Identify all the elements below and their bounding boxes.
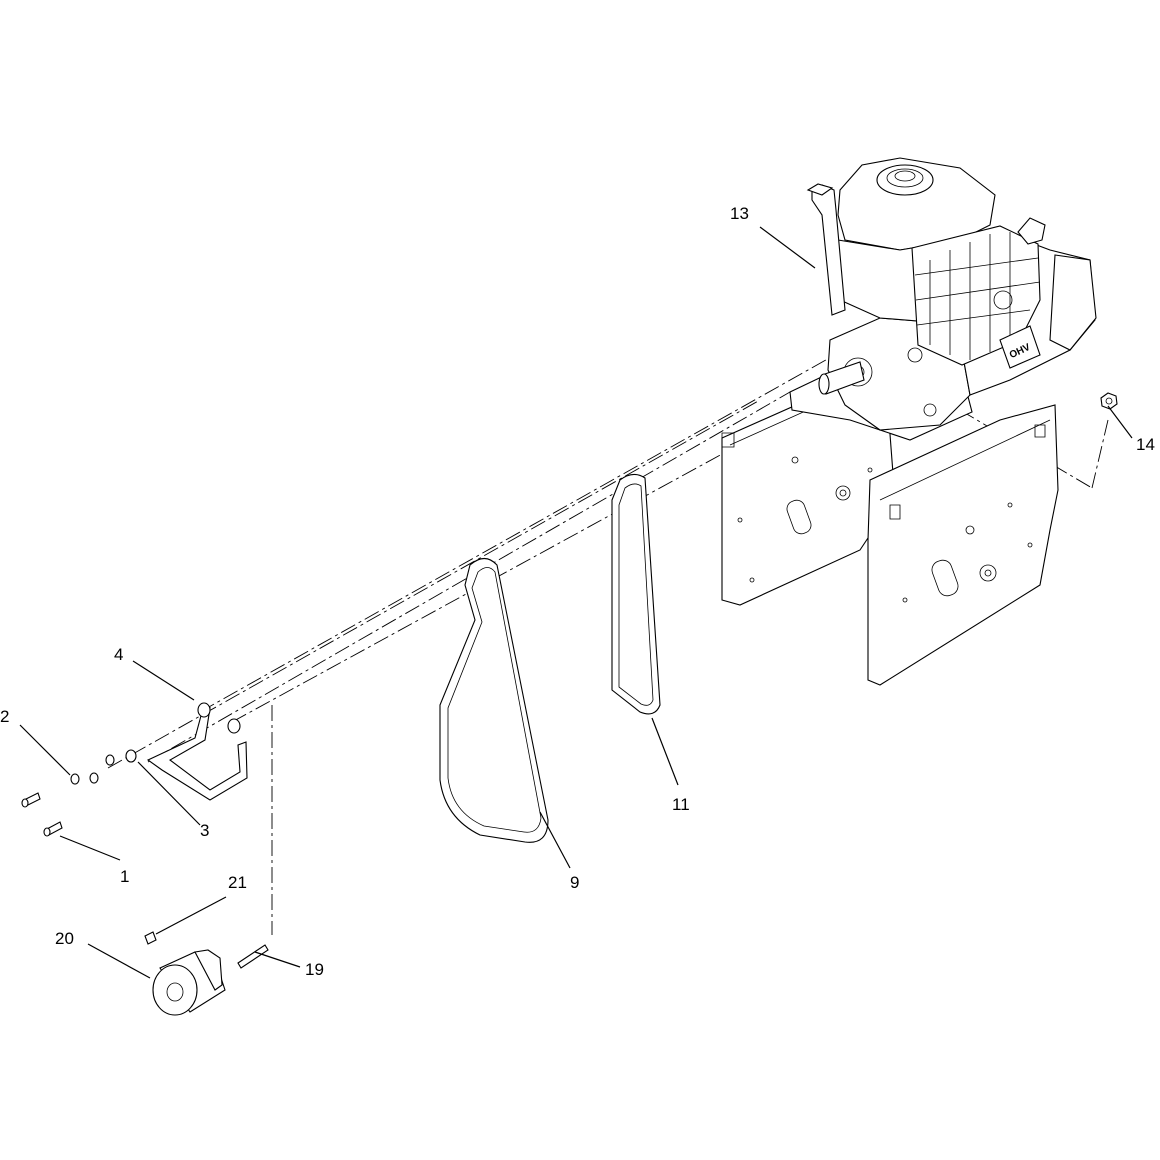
engine-pulley xyxy=(145,932,268,1015)
callout-14: 14 xyxy=(1136,435,1155,454)
callout-9: 9 xyxy=(570,873,579,892)
callout-2: 2 xyxy=(0,707,9,726)
callout-20: 20 xyxy=(55,929,74,948)
fastener-hardware xyxy=(22,750,136,836)
engine: OHV xyxy=(790,158,1096,440)
callout-4: 4 xyxy=(114,645,123,664)
v-belt-large xyxy=(440,559,548,843)
callout-21: 21 xyxy=(228,873,247,892)
callout-leader-lines xyxy=(20,227,1132,978)
callout-numbers: 1 2 3 4 9 11 13 14 19 20 21 xyxy=(0,204,1155,979)
callout-1: 1 xyxy=(120,867,129,886)
flange-nut xyxy=(1101,393,1117,409)
v-belt-small xyxy=(612,474,660,713)
callout-11: 11 xyxy=(672,795,690,814)
callout-13: 13 xyxy=(730,204,749,223)
belt-guide-bracket xyxy=(148,703,247,800)
frame-plate-right xyxy=(868,405,1058,685)
callout-19: 19 xyxy=(305,960,324,979)
callout-3: 3 xyxy=(200,821,209,840)
